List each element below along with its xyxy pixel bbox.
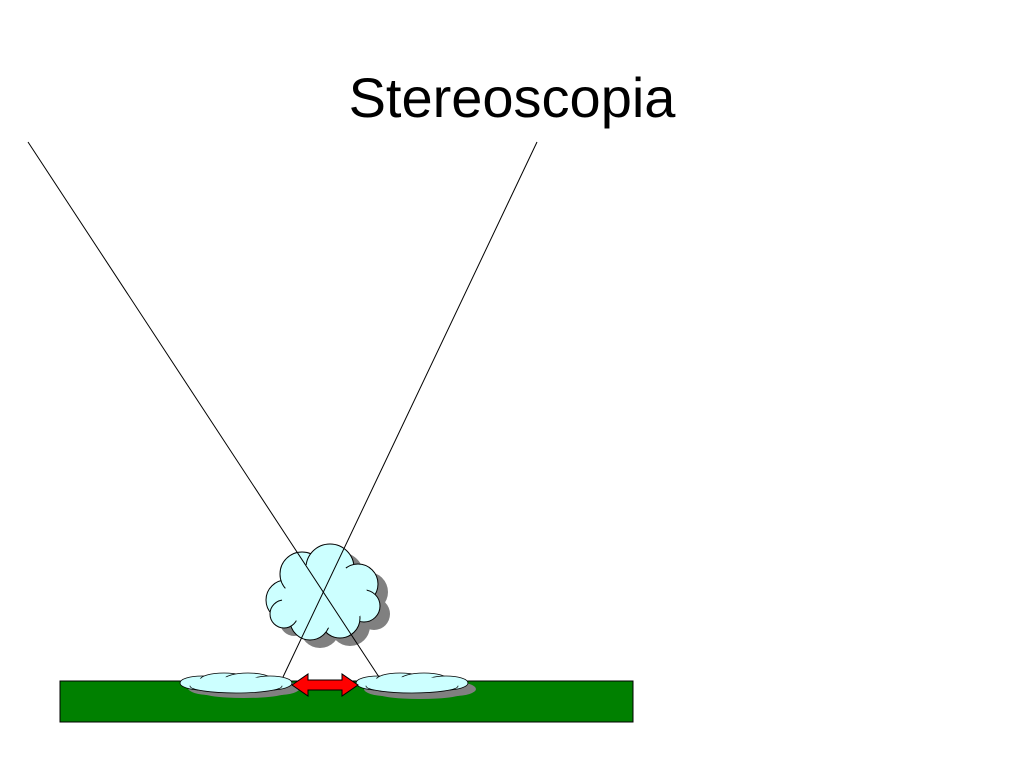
cloud-shadow-icon <box>179 672 300 698</box>
cloud-shadow-icon <box>355 672 476 699</box>
cloud-icon <box>265 543 390 648</box>
double-arrow-icon <box>291 673 359 697</box>
slide-title: Stereoscopia <box>348 66 676 129</box>
sight-line-left <box>27 141 380 678</box>
sight-line-right <box>282 141 538 678</box>
